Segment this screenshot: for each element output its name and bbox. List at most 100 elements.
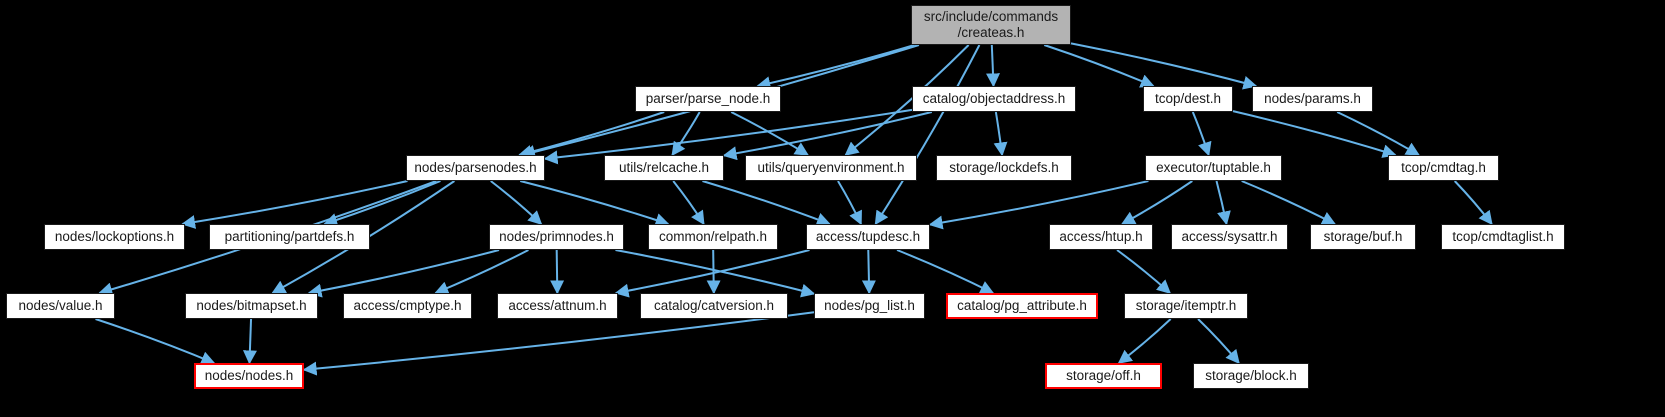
- graph-node-catversion[interactable]: catalog/catversion.h: [640, 293, 788, 319]
- graph-node-label: nodes/parsenodes.h: [414, 160, 537, 176]
- graph-node-label: access/tupdesc.h: [815, 229, 921, 245]
- graph-edge-tuptable-to-htup: [1120, 180, 1193, 225]
- graph-node-cmdtag[interactable]: tcop/cmdtag.h: [1388, 155, 1499, 181]
- graph-edge-bitmapset-to-nodes: [242, 318, 257, 365]
- graph-node-label: executor/tuptable.h: [1156, 160, 1271, 176]
- graph-node-tuptable[interactable]: executor/tuptable.h: [1145, 155, 1282, 181]
- graph-node-label: catalog/pg_attribute.h: [957, 298, 1087, 314]
- graph-edge-primnodes-to-cmptype: [434, 249, 529, 295]
- graph-node-htup[interactable]: access/htup.h: [1049, 224, 1153, 250]
- graph-node-relcache[interactable]: utils/relcache.h: [604, 155, 724, 181]
- graph-edge-primnodes-to-attnum: [550, 249, 565, 295]
- graph-node-label: partitioning/partdefs.h: [224, 229, 355, 245]
- graph-edge-primnodes-to-pg_list: [615, 249, 816, 298]
- graph-edge-tuptable-to-tupdesc: [928, 180, 1149, 230]
- graph-edge-createas-to-dest: [1043, 44, 1155, 88]
- graph-node-cmdtaglist[interactable]: tcop/cmdtaglist.h: [1441, 224, 1565, 250]
- graph-node-tupdesc[interactable]: access/tupdesc.h: [806, 224, 930, 250]
- graph-node-label: access/cmptype.h: [353, 298, 462, 314]
- graph-node-label: tcop/dest.h: [1154, 91, 1222, 107]
- graph-node-label: utils/queryenvironment.h: [757, 160, 905, 176]
- graph-node-label: access/sysattr.h: [1181, 229, 1278, 245]
- graph-node-label: nodes/bitmapset.h: [196, 298, 307, 314]
- graph-edge-params-to-cmdtag: [1336, 111, 1421, 156]
- graph-edge-parsenodes-to-primnodes: [490, 180, 543, 225]
- graph-node-createas[interactable]: src/include/commands /createas.h: [911, 5, 1071, 45]
- graph-node-value[interactable]: nodes/value.h: [6, 293, 115, 319]
- graph-node-params[interactable]: nodes/params.h: [1252, 86, 1373, 112]
- graph-node-label: storage/lockdefs.h: [949, 160, 1059, 176]
- graph-edge-parse_node-to-parsenodes: [517, 111, 665, 159]
- graph-node-label: parser/parse_node.h: [645, 91, 771, 107]
- graph-node-label: tcop/cmdtag.h: [1401, 160, 1486, 176]
- graph-edge-parsenodes-to-partdefs: [323, 180, 441, 227]
- graph-edge-relcache-to-tupdesc: [702, 180, 831, 227]
- graph-node-label: access/attnum.h: [508, 298, 607, 314]
- graph-node-objectaddress[interactable]: catalog/objectaddress.h: [912, 86, 1076, 112]
- graph-node-label: common/relpath.h: [658, 229, 768, 245]
- graph-node-parsenodes[interactable]: nodes/parsenodes.h: [406, 155, 545, 181]
- graph-node-label: nodes/params.h: [1264, 91, 1361, 107]
- graph-node-itemptr[interactable]: storage/itemptr.h: [1124, 293, 1248, 319]
- graph-edge-tupdesc-to-pg_list: [861, 249, 876, 295]
- graph-node-partdefs[interactable]: partitioning/partdefs.h: [209, 224, 370, 250]
- graph-node-label: nodes/primnodes.h: [499, 229, 614, 245]
- graph-edge-parse_node-to-relcache: [671, 111, 701, 157]
- graph-edge-dest-to-cmdtag: [1232, 110, 1397, 158]
- graph-edge-cmdtag-to-cmdtaglist: [1453, 180, 1493, 226]
- graph-node-bitmapset[interactable]: nodes/bitmapset.h: [185, 293, 318, 319]
- graph-edge-htup-to-itemptr: [1116, 249, 1172, 294]
- graph-node-label: nodes/value.h: [18, 298, 103, 314]
- graph-edge-parse_node-to-queryenv: [730, 111, 810, 156]
- graph-node-label: storage/itemptr.h: [1135, 298, 1237, 314]
- graph-edge-relpath-to-catversion: [706, 249, 721, 295]
- graph-edge-parsenodes-to-relpath: [520, 180, 670, 227]
- graph-edge-itemptr-to-block: [1197, 318, 1240, 365]
- graph-node-label: tcop/cmdtaglist.h: [1452, 229, 1554, 245]
- graph-node-label: catalog/objectaddress.h: [922, 91, 1066, 107]
- graph-edge-createas-to-tupdesc: [874, 44, 981, 226]
- graph-node-pg_list[interactable]: nodes/pg_list.h: [814, 293, 925, 319]
- graph-node-block[interactable]: storage/block.h: [1193, 363, 1309, 389]
- graph-node-parse_node[interactable]: parser/parse_node.h: [635, 86, 781, 112]
- graph-node-label: src/include/commands /createas.h: [923, 9, 1059, 40]
- graph-edge-parsenodes-to-lockoptions: [181, 180, 408, 229]
- graph-edge-tuptable-to-buf: [1241, 180, 1337, 225]
- graph-node-primnodes[interactable]: nodes/primnodes.h: [489, 224, 624, 250]
- graph-node-pg_attribute[interactable]: catalog/pg_attribute.h: [946, 293, 1098, 319]
- graph-node-queryenv[interactable]: utils/queryenvironment.h: [745, 155, 917, 181]
- graph-node-label: nodes/lockoptions.h: [54, 229, 175, 245]
- graph-edge-tupdesc-to-pg_attribute: [896, 249, 995, 294]
- graph-node-lockdefs[interactable]: storage/lockdefs.h: [936, 155, 1072, 181]
- graph-edge-itemptr-to-off: [1117, 318, 1172, 364]
- graph-node-buf[interactable]: storage/buf.h: [1310, 224, 1416, 250]
- graph-node-label: nodes/nodes.h: [204, 368, 294, 384]
- graph-edge-createas-to-params: [1070, 42, 1258, 90]
- graph-node-nodes[interactable]: nodes/nodes.h: [194, 363, 304, 389]
- graph-node-sysattr[interactable]: access/sysattr.h: [1171, 224, 1288, 250]
- graph-node-label: utils/relcache.h: [618, 160, 710, 176]
- graph-edge-relcache-to-relpath: [672, 180, 705, 226]
- graph-edge-createas-to-parse_node: [756, 44, 915, 91]
- graph-node-label: storage/block.h: [1205, 368, 1297, 384]
- graph-node-off[interactable]: storage/off.h: [1045, 363, 1162, 389]
- graph-edge-pg_list-to-nodes: [302, 311, 815, 376]
- graph-edge-queryenv-to-tupdesc: [837, 180, 862, 226]
- graph-node-label: storage/buf.h: [1323, 229, 1403, 245]
- graph-node-label: storage/off.h: [1066, 368, 1141, 384]
- graph-node-dest[interactable]: tcop/dest.h: [1143, 86, 1233, 112]
- graph-node-label: access/htup.h: [1059, 229, 1143, 245]
- graph-node-label: catalog/catversion.h: [653, 298, 775, 314]
- graph-edge-value-to-nodes: [95, 318, 216, 365]
- graph-edge-tuptable-to-sysattr: [1215, 180, 1231, 226]
- graph-node-relpath[interactable]: common/relpath.h: [648, 224, 778, 250]
- graph-node-lockoptions[interactable]: nodes/lockoptions.h: [44, 224, 185, 250]
- graph-edge-objectaddress-to-relcache: [722, 111, 933, 161]
- graph-edge-dest-to-tuptable: [1191, 111, 1212, 157]
- graph-edge-objectaddress-to-parsenodes: [543, 108, 913, 165]
- graph-node-cmptype[interactable]: access/cmptype.h: [343, 293, 472, 319]
- graph-node-label: nodes/pg_list.h: [824, 298, 915, 314]
- graph-node-attnum[interactable]: access/attnum.h: [497, 293, 618, 319]
- graph-edge-primnodes-to-bitmapset: [307, 249, 500, 298]
